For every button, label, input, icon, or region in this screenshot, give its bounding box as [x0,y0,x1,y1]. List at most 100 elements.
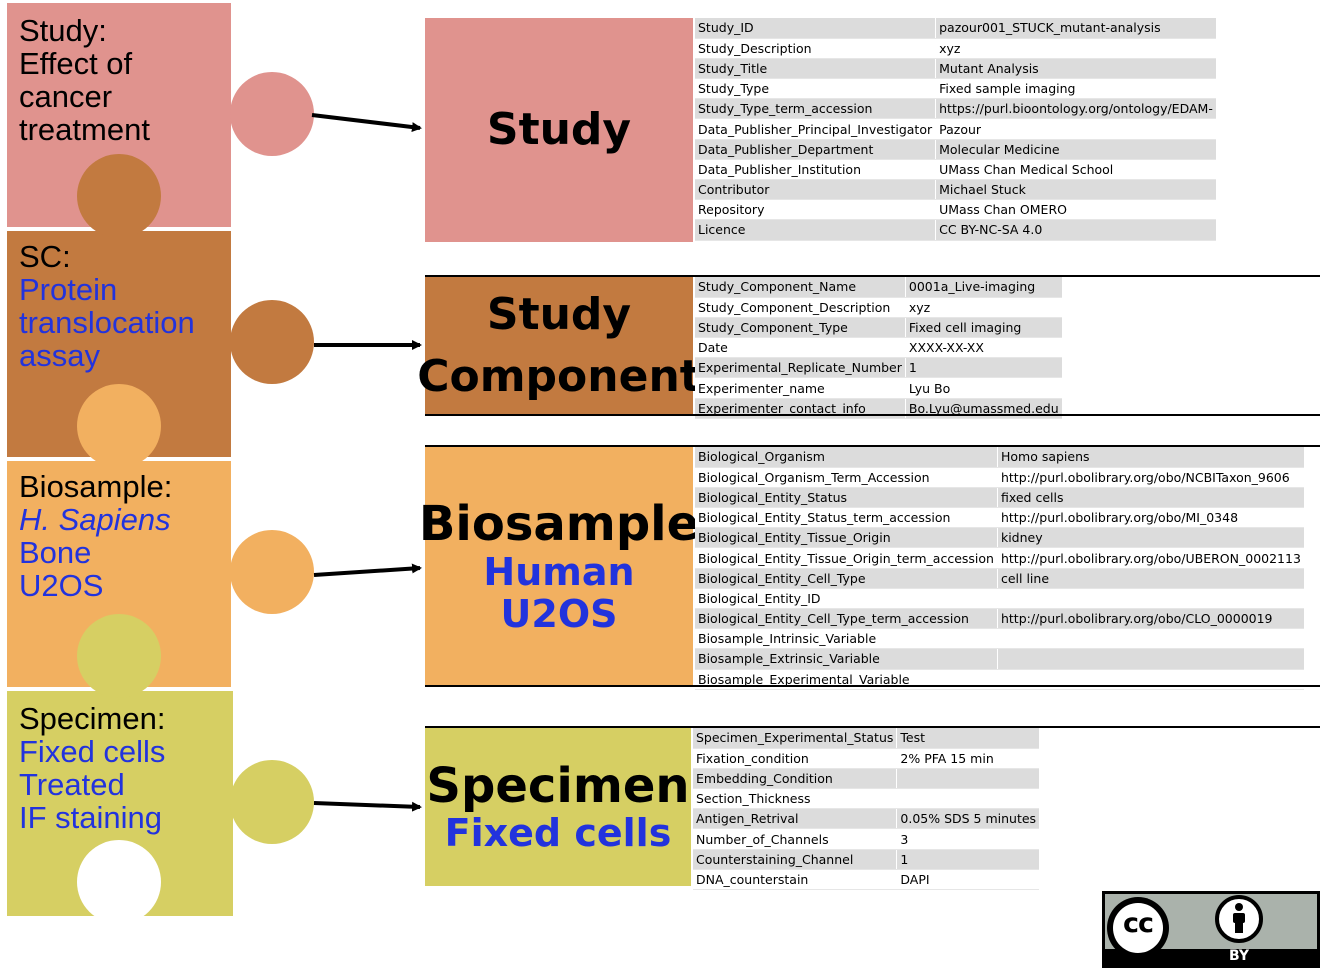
field-name-cell: Repository [695,199,937,221]
field-value-cell: pazour001_STUCK_mutant-analysis [935,18,1216,39]
study-label-title: Study [486,104,632,155]
cc-by-license-badge: cc BY [1102,891,1320,968]
field-value-cell [896,768,1040,790]
field-name-cell: Study_Type [695,78,937,100]
field-value-cell: Homo sapiens [997,447,1304,468]
field-value-cell: http://purl.obolibrary.org/obo/CLO_00000… [997,608,1304,630]
field-value-cell: 3 [896,828,1040,850]
sc-piece-highlight-line: translocation [19,305,195,340]
field-name-cell: Experimental_Replicate_Number [695,357,906,379]
field-value-cell [997,648,1304,670]
study_component-label-title: Study [486,288,632,340]
study-piece-line: cancer [19,79,113,114]
field-name-cell: Study_Type_term_accession [695,98,937,120]
study-component-bottom-border [425,414,1320,416]
field-name-cell: Biosample_Intrinsic_Variable [695,628,998,650]
table-row: Biosample_Extrinsic_Variable [695,648,1304,670]
field-value-cell: Bo.Lyu@umassmed.edu [905,398,1062,419]
field-name-cell: Data_Publisher_Department [695,139,937,160]
biosample-piece-highlight-line: U2OS [19,568,104,603]
field-name-cell: Number_of_Channels [693,828,898,850]
study-component-top-border [425,275,1320,277]
field-name-cell: Biosample_Experimental_Variable [695,669,998,690]
cc-text: cc [1122,908,1154,939]
biosample-label-subtitle: Human [483,550,635,594]
specimen-notch [77,840,161,924]
field-name-cell: Experimenter_contact_info [695,398,906,419]
field-value-cell: UMass Chan Medical School [935,159,1216,181]
cc-by-logo [1102,891,1320,968]
study_component-label-title: Component [417,350,701,402]
field-value-cell: CC BY-NC-SA 4.0 [935,219,1216,241]
field-name-cell: Fixation_condition [693,748,898,769]
field-name-cell: Biological_Entity_ID [695,588,998,610]
specimen-label-subtitle: Fixed cells [444,811,672,855]
specimen-top-border [425,726,1320,728]
field-value-cell: xyz [905,297,1062,318]
field-value-cell: Pazour [935,118,1216,140]
specimen-piece-highlight-line: Fixed cells [19,734,166,769]
field-name-cell: Section_Thickness [693,788,898,810]
field-value-cell: Michael Stuck [935,179,1216,201]
biosample-bottom-border [425,685,1320,687]
field-name-cell: Date [695,337,906,359]
field-name-cell: Biological_Entity_Status [695,487,998,509]
sc-piece-line: SC: [19,239,71,274]
table-row: Biological_Entity_Cell_Type_term_accessi… [695,608,1304,630]
sc-piece-highlight-line: assay [19,338,100,373]
cc-icon-inner [1113,903,1163,953]
field-name-cell: Data_Publisher_Institution [695,159,937,181]
field-value-cell: http://purl.obolibrary.org/obo/NCBITaxon… [997,467,1304,488]
field-value-cell: 1 [905,357,1062,379]
field-name-cell: Study_ID [695,18,937,39]
field-value-cell: cell line [997,568,1304,589]
biosample-label-title: Biosample [418,496,700,552]
field-name-cell: Biological_Entity_Cell_Type_term_accessi… [695,608,998,630]
table-row: Embedding_Condition [693,768,1040,790]
field-name-cell: Biological_Entity_Status_term_accession [695,507,998,529]
field-value-cell: Fixed cell imaging [905,317,1062,339]
specimen-label-title: Specimen [426,758,690,814]
field-name-cell: Biological_Organism_Term_Accession [695,467,998,488]
field-name-cell: Experimenter_name [695,377,906,399]
field-value-cell [997,588,1304,610]
field-name-cell: Embedding_Condition [693,768,898,790]
sc-piece-highlight-line: Protein [19,272,118,307]
biosample-piece-highlight-line: H. Sapiens [19,502,171,537]
study-piece-line: Study: [19,13,107,48]
field-value-cell: Molecular Medicine [935,139,1216,160]
field-name-cell: Biological_Entity_Tissue_Origin_term_acc… [695,547,998,569]
field-value-cell: http://purl.obolibrary.org/obo/MI_0348 [997,507,1304,529]
field-value-cell: http://purl.obolibrary.org/obo/UBERON_00… [997,547,1304,569]
table-row: Biosample_Intrinsic_Variable [695,628,1304,650]
field-value-cell: xyz [935,38,1216,59]
field-name-cell: Study_Title [695,58,937,80]
field-value-cell [997,628,1304,650]
field-value-cell: Mutant Analysis [935,58,1216,80]
field-name-cell: Specimen_Experimental_Status [693,728,898,749]
table-row: Section_Thickness [693,788,1040,810]
